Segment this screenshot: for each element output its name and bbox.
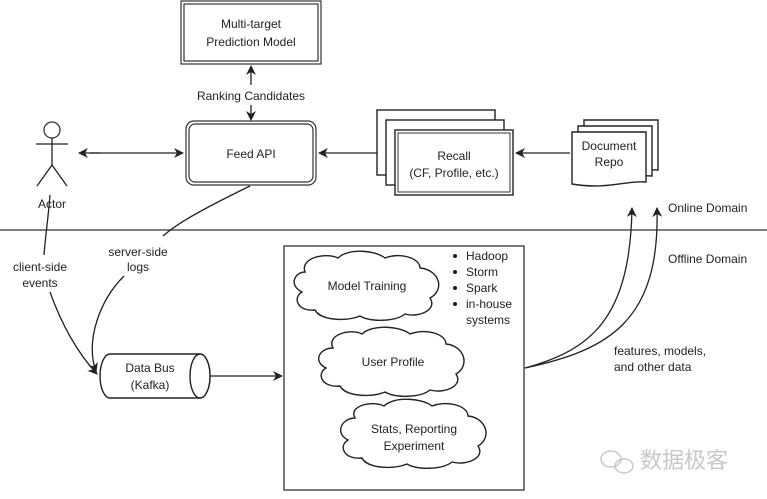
client-side-label-2: events [22, 276, 57, 290]
edge-offline-to-online-2 [524, 207, 663, 369]
platform-item: in-house [466, 297, 512, 311]
data-bus-cylinder: Data Bus (Kafka) [99, 353, 211, 399]
edge-feed-to-logs [162, 185, 251, 237]
wechat-icon [600, 450, 634, 474]
offline-domain-label: Offline Domain [668, 252, 747, 266]
model-training-cloud: Model Training [293, 250, 440, 321]
ranking-candidates-label: Ranking Candidates [197, 89, 305, 103]
server-side-label-1: server-side [108, 245, 168, 259]
stats-reporting-cloud: Stats, Reporting Experiment [339, 398, 487, 469]
platform-item: Spark [466, 281, 498, 295]
feed-api-label: Feed API [226, 147, 275, 161]
watermark: 数据极客 [600, 449, 728, 474]
recall-line1: Recall [437, 149, 470, 163]
document-repo-line2: Repo [595, 155, 624, 169]
prediction-model-line2: Prediction Model [206, 35, 295, 49]
recall-box: Recall (CF, Profile, etc.) [376, 109, 514, 196]
client-side-label-1: client-side [13, 260, 67, 274]
user-profile-label: User Profile [362, 355, 425, 369]
online-domain-label: Online Domain [668, 201, 747, 215]
actor-icon [36, 121, 68, 187]
edge-logs-to-data-bus [88, 275, 125, 373]
features-label-2: and other data [614, 360, 692, 374]
platform-item: Hadoop [466, 249, 508, 263]
data-bus-line2: (Kafka) [131, 378, 170, 392]
edge-offline-to-online-1 [524, 207, 637, 369]
edge-events-to-data-bus [49, 291, 98, 375]
model-training-label: Model Training [328, 279, 407, 293]
user-profile-cloud: User Profile [317, 326, 465, 397]
prediction-model-box: Multi-target Prediction Model [180, 0, 322, 65]
stats-line1: Stats, Reporting [371, 422, 457, 436]
document-repo-box: Document Repo [571, 119, 659, 187]
watermark-text: 数据极客 [640, 449, 728, 474]
platform-item: Storm [466, 265, 498, 279]
data-bus-line1: Data Bus [125, 361, 174, 375]
feed-api-box: Feed API [185, 120, 317, 186]
stats-line2: Experiment [384, 439, 445, 453]
prediction-model-line1: Multi-target [221, 17, 282, 31]
edge-actor-to-events [43, 194, 51, 256]
document-repo-line1: Document [582, 139, 637, 153]
platform-item-continued: systems [466, 313, 510, 327]
platforms-list: Hadoop Storm Spark in-house systems [453, 249, 512, 327]
recall-line2: (CF, Profile, etc.) [409, 166, 498, 180]
features-label-1: features, models, [614, 344, 706, 358]
server-side-label-2: logs [127, 260, 149, 274]
actor-label: Actor [38, 197, 66, 211]
